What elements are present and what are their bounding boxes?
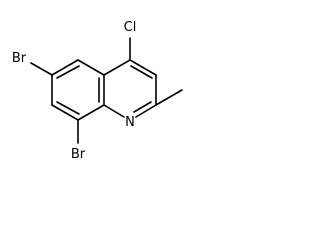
bond-c2-n1-inner: [133, 101, 152, 113]
bond-c8-c8a: [77, 104, 105, 121]
atom-label-nitrogen: N: [125, 115, 135, 130]
atom-label-bromine-6: Br: [12, 51, 27, 66]
bond-c2-n1: [135, 104, 157, 118]
atom-label-chlorine: Cl: [124, 20, 137, 35]
bond-c4-c3-inner: [130, 65, 153, 79]
bond-c4a-c5: [77, 59, 105, 76]
bond-c6-br: [30, 62, 53, 76]
bond-c5-c6-inner: [56, 65, 80, 79]
molecule-diagram: Cl Br Br N: [12, 20, 183, 162]
bond-c7-c8: [51, 104, 79, 121]
structure-canvas: Cl Br Br N: [12, 20, 183, 162]
bond-c5-c6: [51, 59, 79, 76]
bond-c2-methyl: [155, 89, 183, 106]
bond-c7-c8-inner: [56, 101, 80, 115]
bond-c4-c3: [129, 59, 157, 76]
atom-label-bromine-8: Br: [71, 147, 86, 162]
bond-c4a-c4: [103, 59, 131, 76]
bond-n1-c8a: [103, 104, 125, 118]
